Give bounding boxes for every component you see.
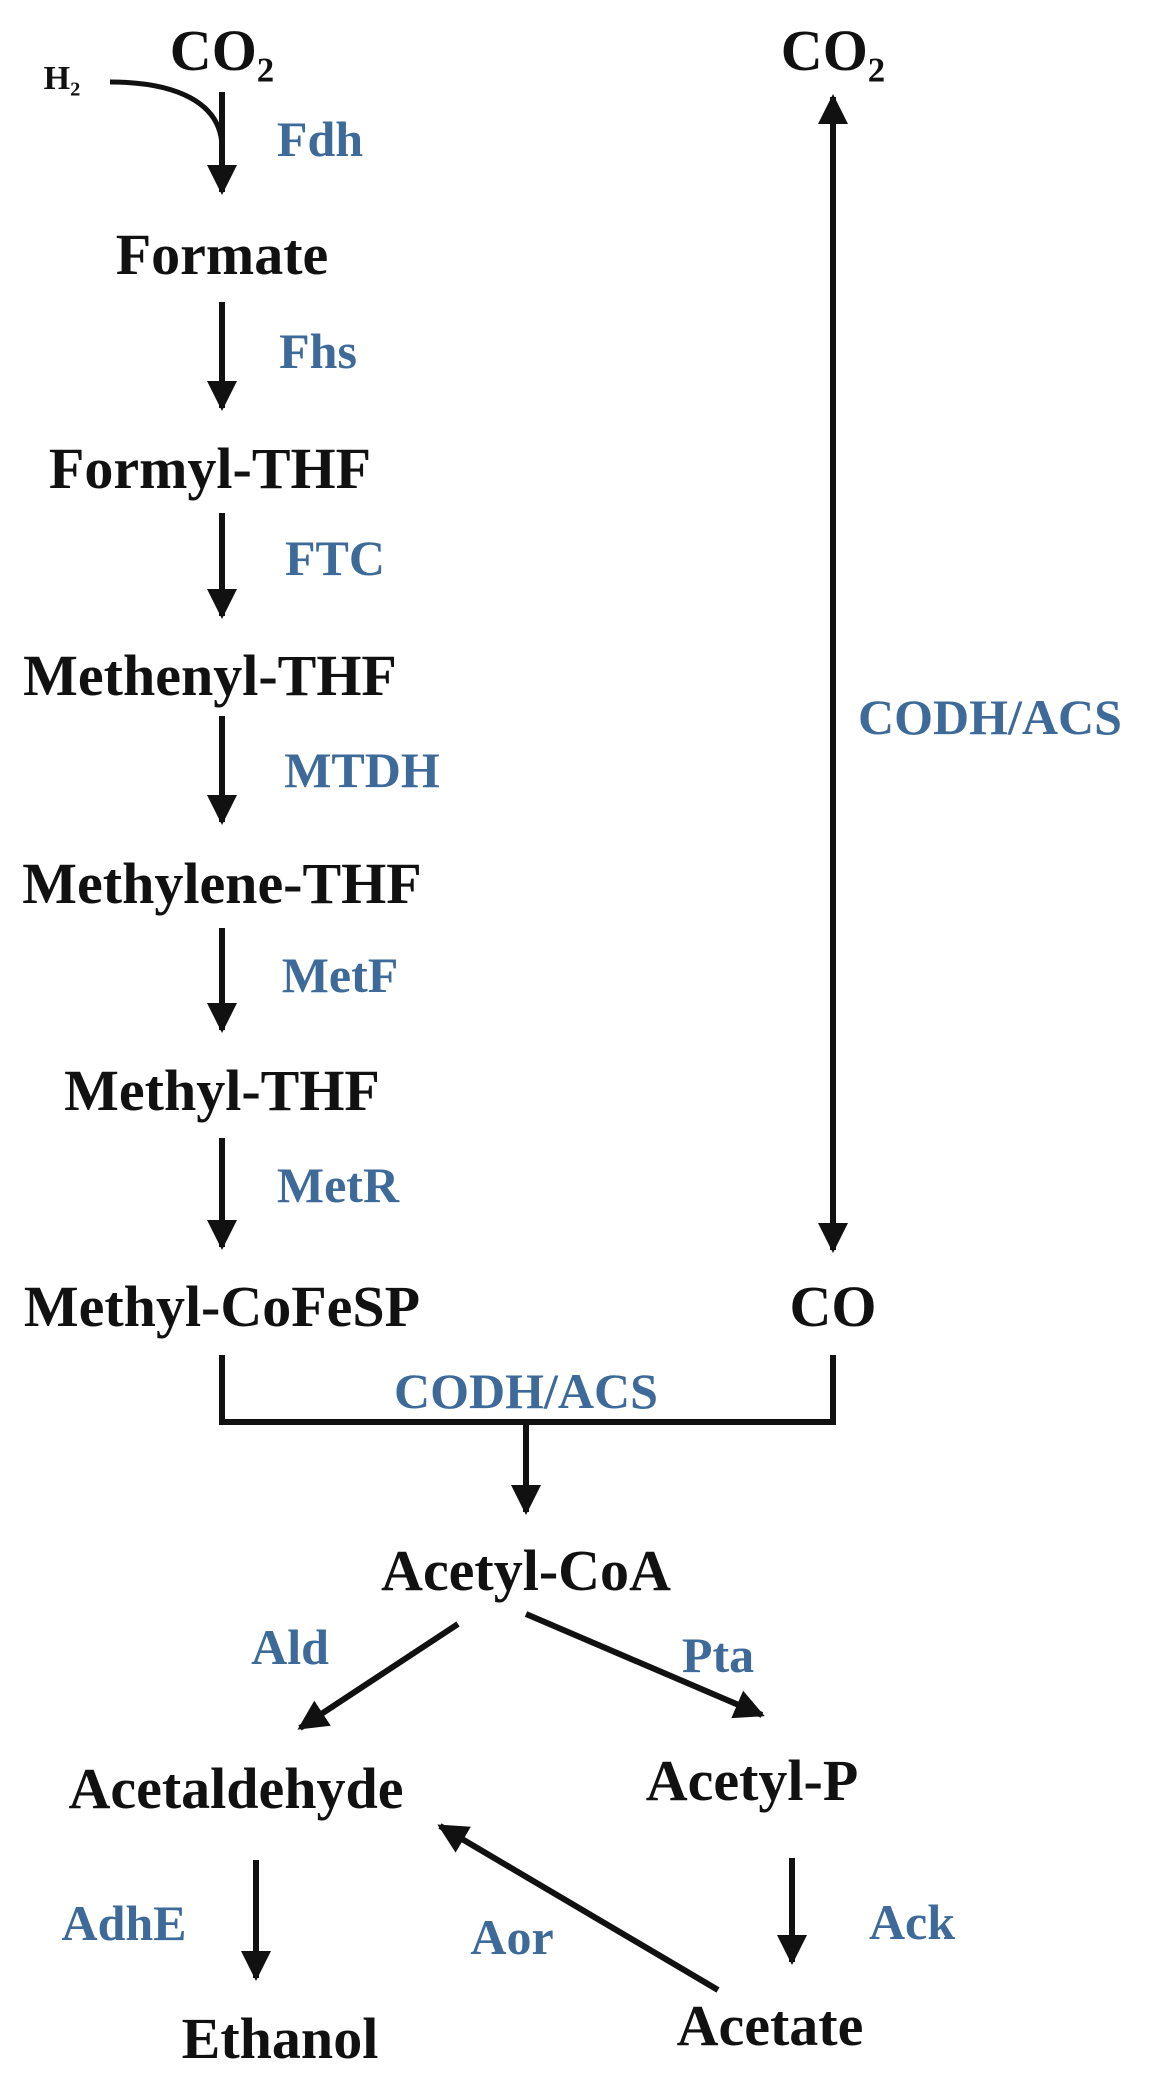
metabolite-methyl-thf: Methyl-THF [64,1058,380,1123]
enzyme-ftc: FTC [285,530,385,586]
metabolite-formyl-thf: Formyl-THF [48,436,372,501]
metabolite-acetyl-coa: Acetyl-CoA [381,1538,671,1603]
metabolite-co2-left: CO₂ [169,18,275,83]
metabolite-ethanol: Ethanol [181,2006,379,2071]
enzyme-ack: Ack [868,1894,956,1950]
metabolite-co2-right: CO₂ [780,18,886,83]
enzyme-metf: MetF [281,947,399,1003]
metabolite-acetate: Acetate [676,1993,864,2058]
enzyme-metr: MetR [276,1157,400,1213]
enzyme-fhs: Fhs [279,323,357,379]
metabolite-methyl-cofesp: Methyl-CoFeSP [23,1274,421,1339]
metabolite-acetaldehyde: Acetaldehyde [68,1756,404,1821]
metabolite-methylene-thf: Methylene-THF [22,851,422,916]
enzyme-codh-acs-right: CODH/ACS [858,689,1122,745]
metabolite-acetyl-p: Acetyl-P [645,1748,859,1813]
metabolite-formate: Formate [115,222,329,287]
h2-entry-curve [109,79,225,149]
enzyme-pta: Pta [681,1627,755,1683]
metabolite-methenyl-thf: Methenyl-THF [23,643,397,708]
arrow-acetyl-coa-to-acetaldehyde [297,1621,460,1731]
enzyme-adhe: AdhE [61,1895,187,1951]
metabolite-h2: H₂ [43,60,81,97]
arrow-acetyl-coa-to-acetyl-p [524,1611,765,1719]
enzyme-mtdh: MTDH [284,742,440,798]
enzyme-aor: Aor [470,1909,554,1965]
metabolite-co: CO [789,1274,877,1339]
enzyme-fdh: Fdh [276,111,364,167]
enzyme-ald: Ald [251,1619,329,1675]
arrow-acetate-to-acetaldehyde [437,1823,720,1993]
enzyme-codh-acs-join: CODH/ACS [394,1363,658,1419]
